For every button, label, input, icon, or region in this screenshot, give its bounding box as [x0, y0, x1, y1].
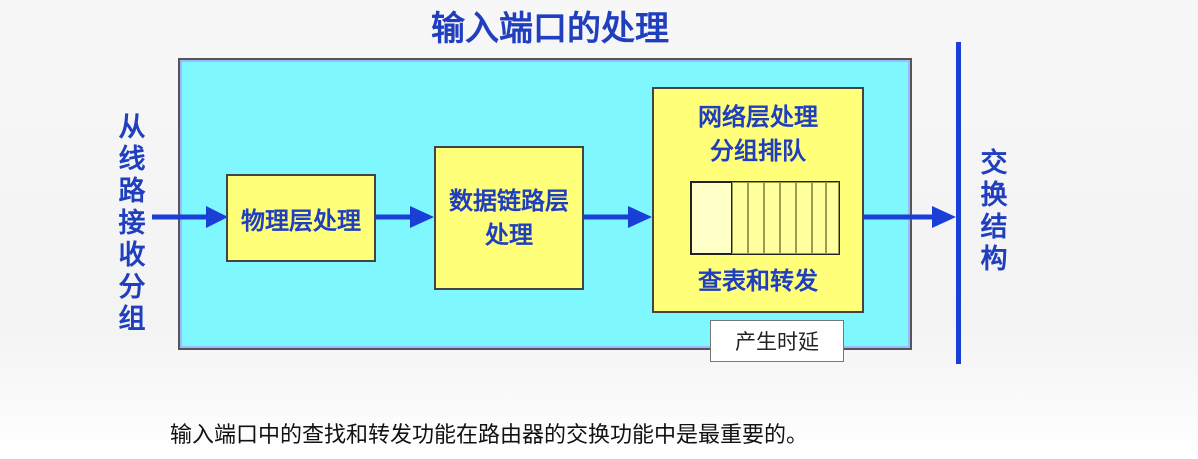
delay-label: 产生时延 [735, 330, 819, 354]
datalink-layer-box: 数据链路层 处理 [434, 146, 584, 290]
arrow-input-to-physical [152, 206, 228, 228]
right-label-char: 结 [980, 212, 1008, 243]
caption-text: 输入端口中的查找和转发功能在路由器的交换功能中是最重要的。 [170, 423, 809, 448]
packet-queue-icon [690, 181, 840, 255]
left-label-char: 接 [118, 208, 146, 239]
arrow-physical-to-datalink [376, 206, 434, 228]
network-layer-box: 网络层处理 分组排队 查表和转发 [652, 87, 864, 313]
receive-from-line-label: 从 线 路 接 收 分 组 [112, 112, 152, 336]
right-label-char: 交 [980, 148, 1008, 179]
left-label-char: 路 [118, 176, 146, 207]
right-label-char: 换 [980, 180, 1008, 211]
packet-queue-label: 分组排队 [710, 137, 806, 165]
right-label-char: 构 [980, 244, 1008, 275]
diagram-title: 输入端口的处理 [431, 9, 669, 49]
physical-layer-box: 物理层处理 [226, 174, 376, 262]
left-label-char: 组 [118, 304, 146, 335]
physical-layer-label: 物理层处理 [241, 206, 361, 235]
left-label-char: 收 [118, 240, 146, 271]
left-label-char: 线 [118, 144, 146, 175]
left-label-char: 分 [118, 272, 146, 303]
left-label-char: 从 [118, 112, 146, 143]
arrow-datalink-to-network [584, 206, 652, 228]
lookup-forward-label: 查表和转发 [698, 267, 818, 295]
network-layer-label: 网络层处理 [698, 103, 818, 131]
switch-fabric-label: 交 换 结 构 [974, 148, 1014, 276]
delay-callout: 产生时延 [710, 320, 844, 362]
datalink-layer-label-line2: 处理 [485, 221, 533, 249]
datalink-layer-label-line1: 数据链路层 [449, 187, 569, 215]
switch-fabric-line [956, 42, 961, 364]
arrow-network-to-fabric [864, 206, 956, 228]
